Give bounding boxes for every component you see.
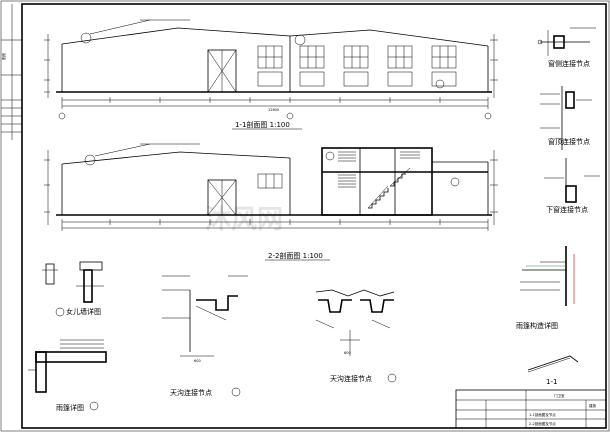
section-2-2-title: 2-2剖面图 1:100: [268, 251, 323, 260]
binding-label: 图纸: [1, 53, 6, 60]
sheet-inner-border: [21, 3, 607, 429]
title-block-note: 门卫室: [554, 393, 565, 398]
node-4-title: 女儿墙详图: [66, 307, 101, 316]
title-block-drawing-no: 建施: [589, 403, 597, 408]
node-1-title: 窗侧连接节点: [548, 59, 590, 68]
section-2-2: 2-2剖面图 1:100: [44, 143, 498, 261]
title-block-row2: 2-2剖面图及节点: [529, 421, 556, 426]
windows-1-1: [257, 45, 457, 87]
section-1-1: 12600 1-1剖面图 1:100: [44, 19, 498, 130]
node-3-title: 下窗连接节点: [546, 205, 588, 214]
section-1-1-title: 1-1剖面图 1:100: [235, 120, 290, 129]
detail-gutter-2: 600 天沟连接节点: [315, 289, 397, 383]
dim-600-a: 600: [194, 359, 201, 363]
node-6-title: 天沟连接节点: [330, 374, 372, 383]
node-2-title: 窗顶连接节点: [548, 137, 590, 146]
detail-lower-window: 下窗连接节点: [544, 158, 600, 214]
detail-window-side: 窗侧连接节点: [537, 27, 596, 68]
detail-window-top: 窗顶连接节点: [540, 86, 592, 150]
node-8-title: 雨篷详图: [56, 403, 84, 412]
detail-gutter-1: 600 天沟连接节点: [162, 275, 248, 397]
detail-canopy-left: 雨篷详图: [28, 339, 107, 412]
detail-parapet: 女儿墙详图: [42, 261, 104, 317]
title-block: 门卫室 1-1剖面图及节点 2-2剖面图及节点 建施: [455, 389, 607, 429]
span-total-dim: 12600: [268, 108, 279, 112]
detail-1-1-small: 1-1: [527, 355, 579, 386]
node-5-title: 天沟连接节点: [170, 388, 212, 397]
node-section-title: 1-1: [546, 378, 557, 386]
watermark-text: 沐风网: [205, 205, 283, 235]
binding-strip: 图纸: [1, 4, 22, 140]
node-7-title: 雨篷构造详图: [516, 321, 558, 330]
dim-600-b: 600: [344, 351, 351, 355]
detail-canopy: 雨篷构造详图: [516, 246, 575, 330]
title-block-row1: 1-1剖面图及节点: [529, 412, 556, 417]
